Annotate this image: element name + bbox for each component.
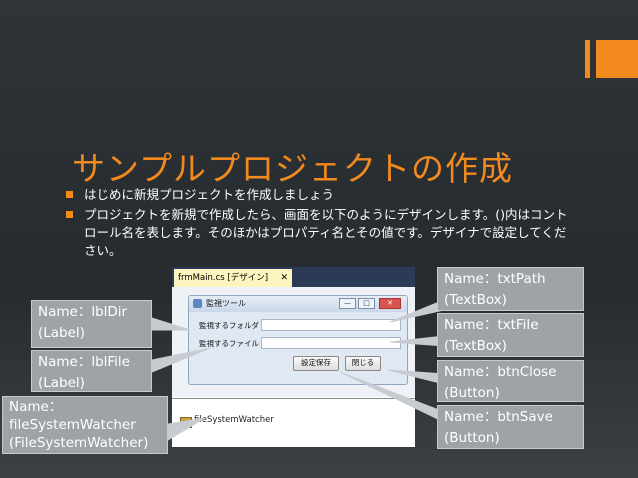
lblfile-label: 監視するファイル [199, 339, 259, 348]
lbldir-label: 監視するフォルダ [199, 321, 259, 330]
callout-txtpath: Name：txtPath (TextBox) [437, 267, 584, 311]
bullet-item: プロジェクトを新規で作成したら、画面を以下のようにデザインします。()内はコント… [64, 206, 574, 260]
txtpath-textbox[interactable] [261, 319, 401, 331]
txtfile-textbox[interactable] [261, 337, 401, 349]
tab-frmmain-design[interactable]: frmMain.cs [デザイン] ✕ [174, 269, 292, 287]
document-tab-bar: frmMain.cs [デザイン] ✕ [172, 267, 415, 287]
bullet-square-icon [66, 191, 73, 198]
bullet-list: はじめに新規プロジェクトを作成しましょう プロジェクトを新規で作成したら、画面を… [64, 186, 574, 262]
filesystemwatcher-icon [180, 417, 192, 428]
form-window[interactable]: 監視ツール — □ ✕ 監視するフォルダ 監視するファイル 設定保存 閉じる [188, 295, 408, 385]
bullet-text: はじめに新規プロジェクトを作成しましょう [84, 187, 335, 202]
tab-label: frmMain.cs [デザイン] [178, 273, 269, 283]
btnclose-button[interactable]: 閉じる [345, 356, 381, 371]
design-surface: 監視ツール — □ ✕ 監視するフォルダ 監視するファイル 設定保存 閉じる [172, 287, 415, 397]
designer-screenshot: frmMain.cs [デザイン] ✕ 監視ツール — □ ✕ 監視するフォルダ… [172, 267, 415, 447]
window-close-icon[interactable]: ✕ [379, 298, 401, 309]
callout-btnsave: Name：btnSave (Button) [437, 405, 584, 449]
callout-lblfile: Name：lblFile (Label) [31, 350, 152, 392]
callout-txtfile: Name：txtFile (TextBox) [437, 313, 584, 357]
bullet-item: はじめに新規プロジェクトを作成しましょう [64, 186, 574, 204]
callout-lbldir: Name：lblDir (Label) [31, 300, 152, 348]
form-title: 監視ツール [206, 299, 246, 308]
callout-filesystemwatcher: Name： fileSystemWatcher (FileSystemWatch… [2, 396, 168, 454]
component-tray-item[interactable]: fileSystemWatcher [194, 415, 274, 425]
callout-btnclose: Name：btnClose (Button) [437, 360, 584, 402]
btnsave-button[interactable]: 設定保存 [293, 356, 339, 371]
maximize-icon[interactable]: □ [358, 298, 375, 309]
bullet-square-icon [66, 211, 73, 218]
bullet-text: プロジェクトを新規で作成したら、画面を以下のようにデザインします。()内はコント… [84, 207, 568, 258]
form-titlebar: 監視ツール — □ ✕ [189, 296, 407, 312]
component-tray: fileSystemWatcher [172, 398, 415, 447]
decor-bar-thin [585, 40, 590, 78]
minimize-icon[interactable]: — [339, 298, 356, 309]
form-app-icon [193, 299, 202, 308]
decor-bar-thick [596, 40, 638, 78]
close-icon[interactable]: ✕ [280, 273, 288, 283]
slide-title: サンプルプロジェクトの作成 [72, 149, 514, 188]
